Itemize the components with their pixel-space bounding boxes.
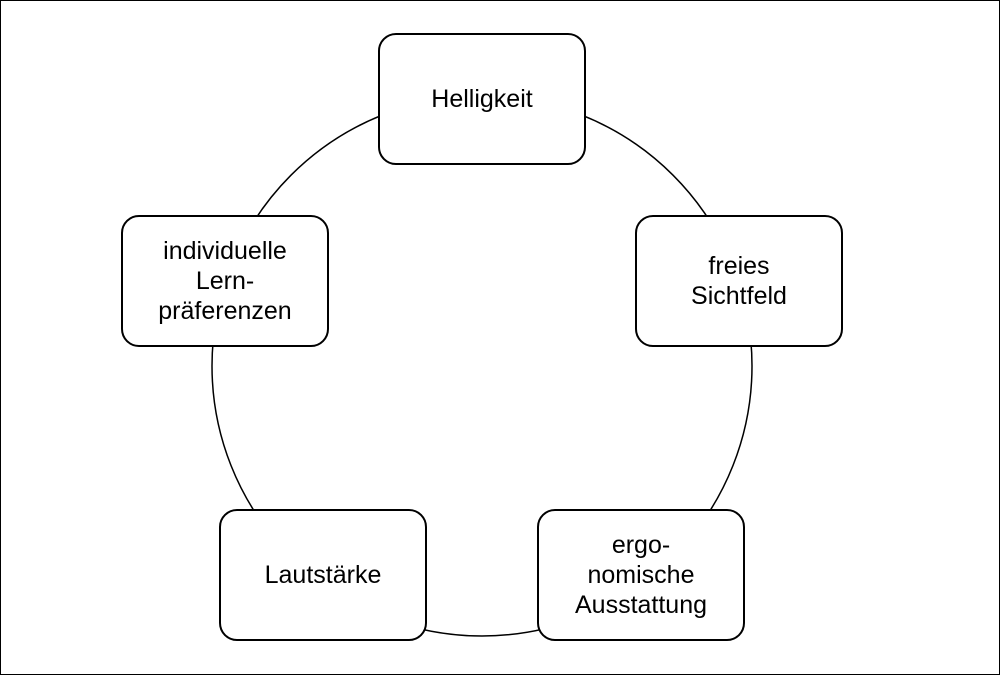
node-individuelle-lernpraeferenzen-label: individuelle Lern- präferenzen	[158, 237, 292, 325]
node-lautstaerke: Lautstärke	[219, 509, 427, 641]
node-helligkeit: Helligkeit	[378, 33, 586, 165]
node-ergonomische-ausstattung: ergo- nomische Ausstattung	[537, 509, 745, 641]
node-helligkeit-label: Helligkeit	[431, 85, 533, 113]
node-ergonomische-ausstattung-label: ergo- nomische Ausstattung	[574, 531, 708, 619]
node-freies-sichtfeld: freies Sichtfeld	[635, 215, 843, 347]
node-individuelle-lernpraeferenzen: individuelle Lern- präferenzen	[121, 215, 329, 347]
node-freies-sichtfeld-label: freies Sichtfeld	[691, 252, 787, 310]
node-lautstaerke-label: Lautstärke	[264, 561, 382, 589]
